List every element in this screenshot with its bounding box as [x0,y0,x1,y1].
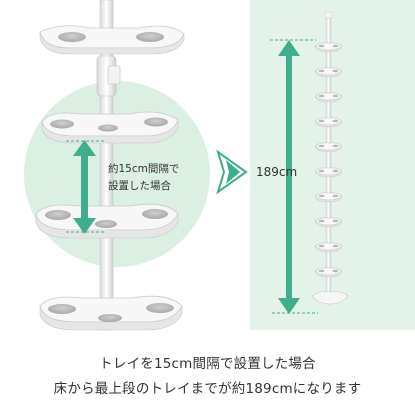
right-tray [315,242,342,253]
chevron-right-icon [216,149,248,195]
right-pole-cap [324,11,333,19]
right-tray [315,267,342,278]
caption-line-1: トレイを15cm間隔で設置した場合 [99,356,316,372]
spacing-annotation: 約15cm間隔で 設置した場合 [108,161,179,195]
height-arrow [278,40,300,314]
height-annotation: 189cm [256,165,298,179]
caption-line-2: 床から最上段のトレイまでが約189cmになります [53,381,362,397]
pole-knob [107,65,121,85]
tray-top [39,25,185,55]
right-tray [315,92,342,103]
right-tray [315,142,342,153]
right-tray [315,42,342,53]
right-pole [325,13,332,305]
right-base [311,291,349,305]
right-tray [315,192,342,203]
right-tray [315,117,342,128]
tray-bottom [39,295,183,331]
tray-lower [35,203,179,239]
right-tray [315,217,342,228]
spacing-arrow [73,140,96,234]
spacing-annotation-line1: 約15cm間隔で [108,163,180,175]
tray-middle [41,111,179,144]
spacing-annotation-line2: 設置した場合 [108,180,171,192]
right-tray [315,167,342,178]
right-tray [315,67,342,78]
